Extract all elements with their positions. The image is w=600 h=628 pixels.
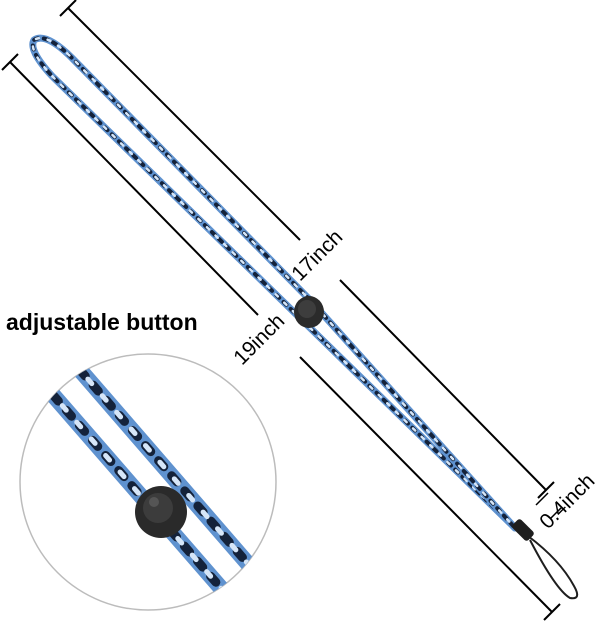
end-connector <box>512 519 579 600</box>
lanyard-cord <box>29 34 519 532</box>
dimension-line-17inch <box>59 0 555 499</box>
dimension-marker-0.4inch <box>535 492 563 520</box>
zoom-detail-circle <box>19 353 277 611</box>
dimension-line-19inch <box>1 53 561 621</box>
label-17inch: 17inch <box>287 226 347 286</box>
label-19inch: 19inch <box>229 310 289 370</box>
adjustable-button <box>294 296 324 328</box>
zoomed-button <box>135 486 187 538</box>
adjustable-button-callout: adjustable button <box>6 309 198 335</box>
label-0.4inch: 0.4inch <box>535 469 599 533</box>
